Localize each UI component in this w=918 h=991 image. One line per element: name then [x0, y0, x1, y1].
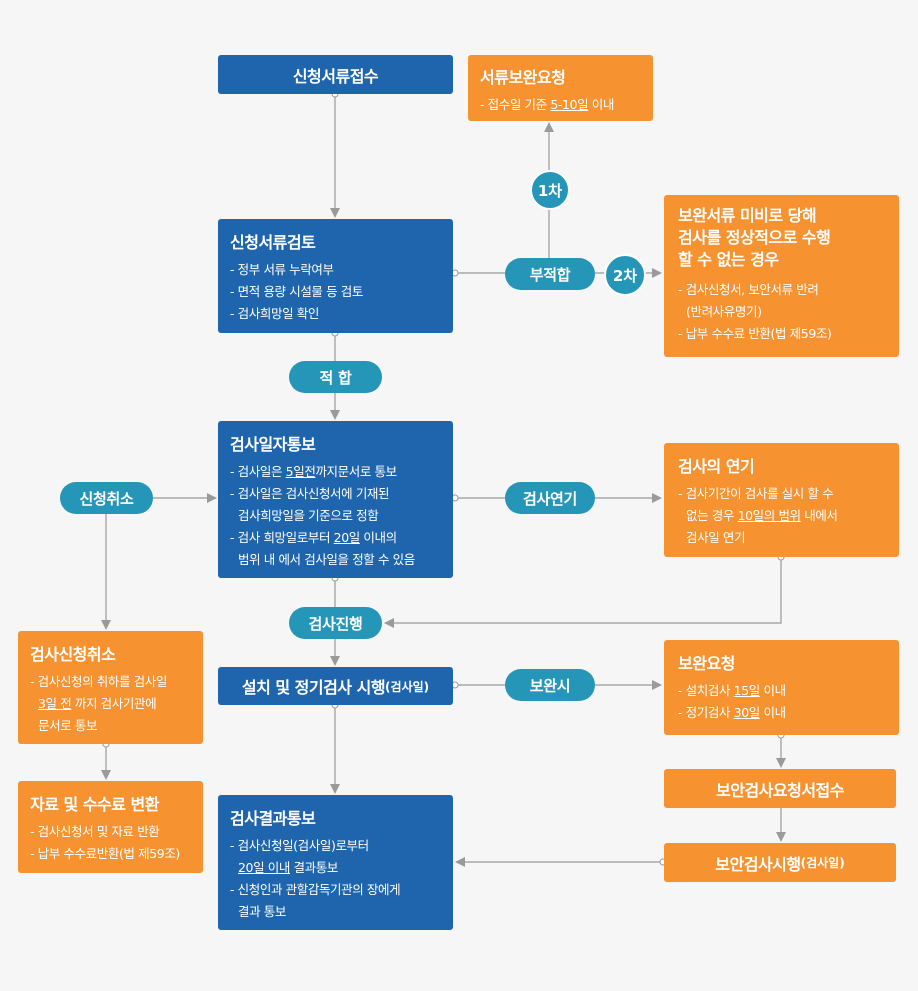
list-item: 문서로 통보	[38, 718, 98, 733]
list-item: 검사일 연기	[686, 530, 746, 545]
node-supp-exec-title: 보안검사시행	[715, 854, 801, 874]
list-item: 결과 통보	[238, 904, 286, 919]
list-item: - 검사신청의 취하를 검사일	[30, 674, 167, 689]
node-result-title: 검사결과통보	[230, 809, 316, 828]
list-item: - 검사희망일 확인	[230, 306, 319, 321]
list-item: - 납부 수수료반환(법 제59조)	[30, 846, 180, 861]
list-item: - 정기검사 30일 이내	[678, 705, 786, 720]
label-first: 1차	[530, 170, 570, 210]
node-supp-exec: 보안검사시행(검사일)	[664, 843, 896, 882]
node-cancel-title: 검사신청취소	[30, 645, 116, 664]
node-schedule-notice-list: - 검사일은 5일전까지문서로 통보 - 검사일은 검사신청서에 기재된 검사희…	[230, 461, 441, 571]
list-item: - 검사신청일(검사일)로부터	[230, 838, 369, 853]
node-inspection: 설치 및 정기검사 시행(검사일)	[218, 667, 453, 705]
node-schedule-notice-title: 검사일자통보	[230, 435, 316, 454]
node-schedule-notice: 검사일자통보 - 검사일은 5일전까지문서로 통보 - 검사일은 검사신청서에 …	[218, 421, 453, 578]
list-item: 3일 전 까지 검사기관에	[38, 696, 157, 711]
node-review-list: - 정부 서류 누락여부 - 면적 용량 시설물 등 검토 - 검사희망일 확인	[230, 259, 441, 325]
node-supplement-request-item: - 접수일 기준 5-10일 이내	[480, 97, 614, 112]
list-item: 20일 이내 결과통보	[238, 860, 338, 875]
list-item: - 검사일은 검사신청서에 기재된	[230, 486, 390, 501]
node-postpone-title: 검사의 연기	[678, 457, 755, 476]
node-supp-receipt-title: 보안검사요청서접수	[716, 780, 844, 800]
node-supplement-request-title: 서류보완요청	[480, 68, 566, 87]
node-refund-list: - 검사신청서 및 자료 반환 - 납부 수수료반환(법 제59조)	[30, 821, 191, 865]
node-result-list: - 검사신청일(검사일)로부터 20일 이내 결과통보 - 신청인과 관할감독기…	[230, 835, 441, 923]
list-item: - 납부 수수료 반환(법 제59조)	[678, 326, 832, 341]
list-item: - 검사일은 5일전까지문서로 통보	[230, 464, 397, 479]
list-item: - 검사신청서, 보안서류 반려	[678, 282, 819, 297]
label-postpone: 검사연기	[505, 482, 595, 514]
list-item: 범위 내 에서 검사일을 정할 수 있음	[238, 552, 415, 567]
node-supp-exec-suffix: (검사일)	[800, 856, 845, 870]
node-rejection-list: - 검사신청서, 보안서류 반려 (반려사유명기) - 납부 수수료 반환(법 …	[678, 279, 885, 345]
list-item: - 면적 용량 시설물 등 검토	[230, 284, 363, 299]
list-item: - 검사기간이 검사를 실시 할 수	[678, 486, 834, 501]
list-item: - 검사신청서 및 자료 반환	[30, 824, 160, 839]
node-review-title: 신청서류검토	[230, 233, 316, 252]
node-result: 검사결과통보 - 검사신청일(검사일)로부터 20일 이내 결과통보 - 신청인…	[218, 795, 453, 930]
label-fit: 적 합	[289, 361, 382, 393]
label-progress: 검사진행	[289, 607, 382, 639]
list-item: - 검사 희망일로부터 20일 이내의	[230, 530, 397, 545]
node-receipt-title: 신청서류접수	[292, 66, 379, 86]
node-receipt: 신청서류접수	[218, 55, 453, 94]
node-cancel-list: - 검사신청의 취하를 검사일 3일 전 까지 검사기관에 문서로 통보	[30, 671, 191, 737]
node-review: 신청서류검토 - 정부 서류 누락여부 - 면적 용량 시설물 등 검토 - 검…	[218, 219, 453, 333]
label-unfit: 부적합	[505, 258, 595, 290]
label-supplement: 보완시	[505, 669, 595, 701]
node-supplement-list: - 설치검사 15일 이내 - 정기검사 30일 이내	[678, 680, 885, 724]
label-cancel: 신청취소	[60, 482, 153, 514]
list-item: 없는 경우 10일의 범위 내에서	[686, 508, 838, 523]
node-postpone: 검사의 연기 - 검사기간이 검사를 실시 할 수 없는 경우 10일의 범위 …	[664, 443, 899, 557]
node-cancel: 검사신청취소 - 검사신청의 취하를 검사일 3일 전 까지 검사기관에 문서로…	[18, 631, 203, 744]
list-item: (반려사유명기)	[686, 304, 762, 319]
node-supplement-title: 보완요청	[678, 654, 735, 673]
node-rejection-title: 보완서류 미비로 당해 검사를 정상적으로 수행 할 수 없는 경우	[678, 206, 831, 269]
node-supp-receipt: 보안검사요청서접수	[664, 769, 896, 808]
node-inspection-suffix: (검사일)	[385, 679, 430, 694]
node-inspection-title: 설치 및 정기검사 시행	[241, 678, 386, 697]
list-item: - 설치검사 15일 이내	[678, 683, 786, 698]
node-rejection: 보완서류 미비로 당해 검사를 정상적으로 수행 할 수 없는 경우 - 검사신…	[664, 195, 899, 357]
node-postpone-list: - 검사기간이 검사를 실시 할 수 없는 경우 10일의 범위 내에서 검사일…	[678, 483, 885, 549]
node-refund: 자료 및 수수료 변환 - 검사신청서 및 자료 반환 - 납부 수수료반환(법…	[18, 781, 203, 873]
node-supplement-request: 서류보완요청 - 접수일 기준 5-10일 이내	[468, 55, 653, 121]
list-item: 검사희망일을 기준으로 정함	[238, 508, 379, 523]
label-second: 2차	[604, 254, 646, 296]
list-item: - 정부 서류 누락여부	[230, 262, 334, 277]
node-refund-title: 자료 및 수수료 변환	[30, 795, 159, 814]
node-supplement: 보완요청 - 설치검사 15일 이내 - 정기검사 30일 이내	[664, 640, 899, 735]
list-item: - 신청인과 관할감독기관의 장에게	[230, 882, 401, 897]
